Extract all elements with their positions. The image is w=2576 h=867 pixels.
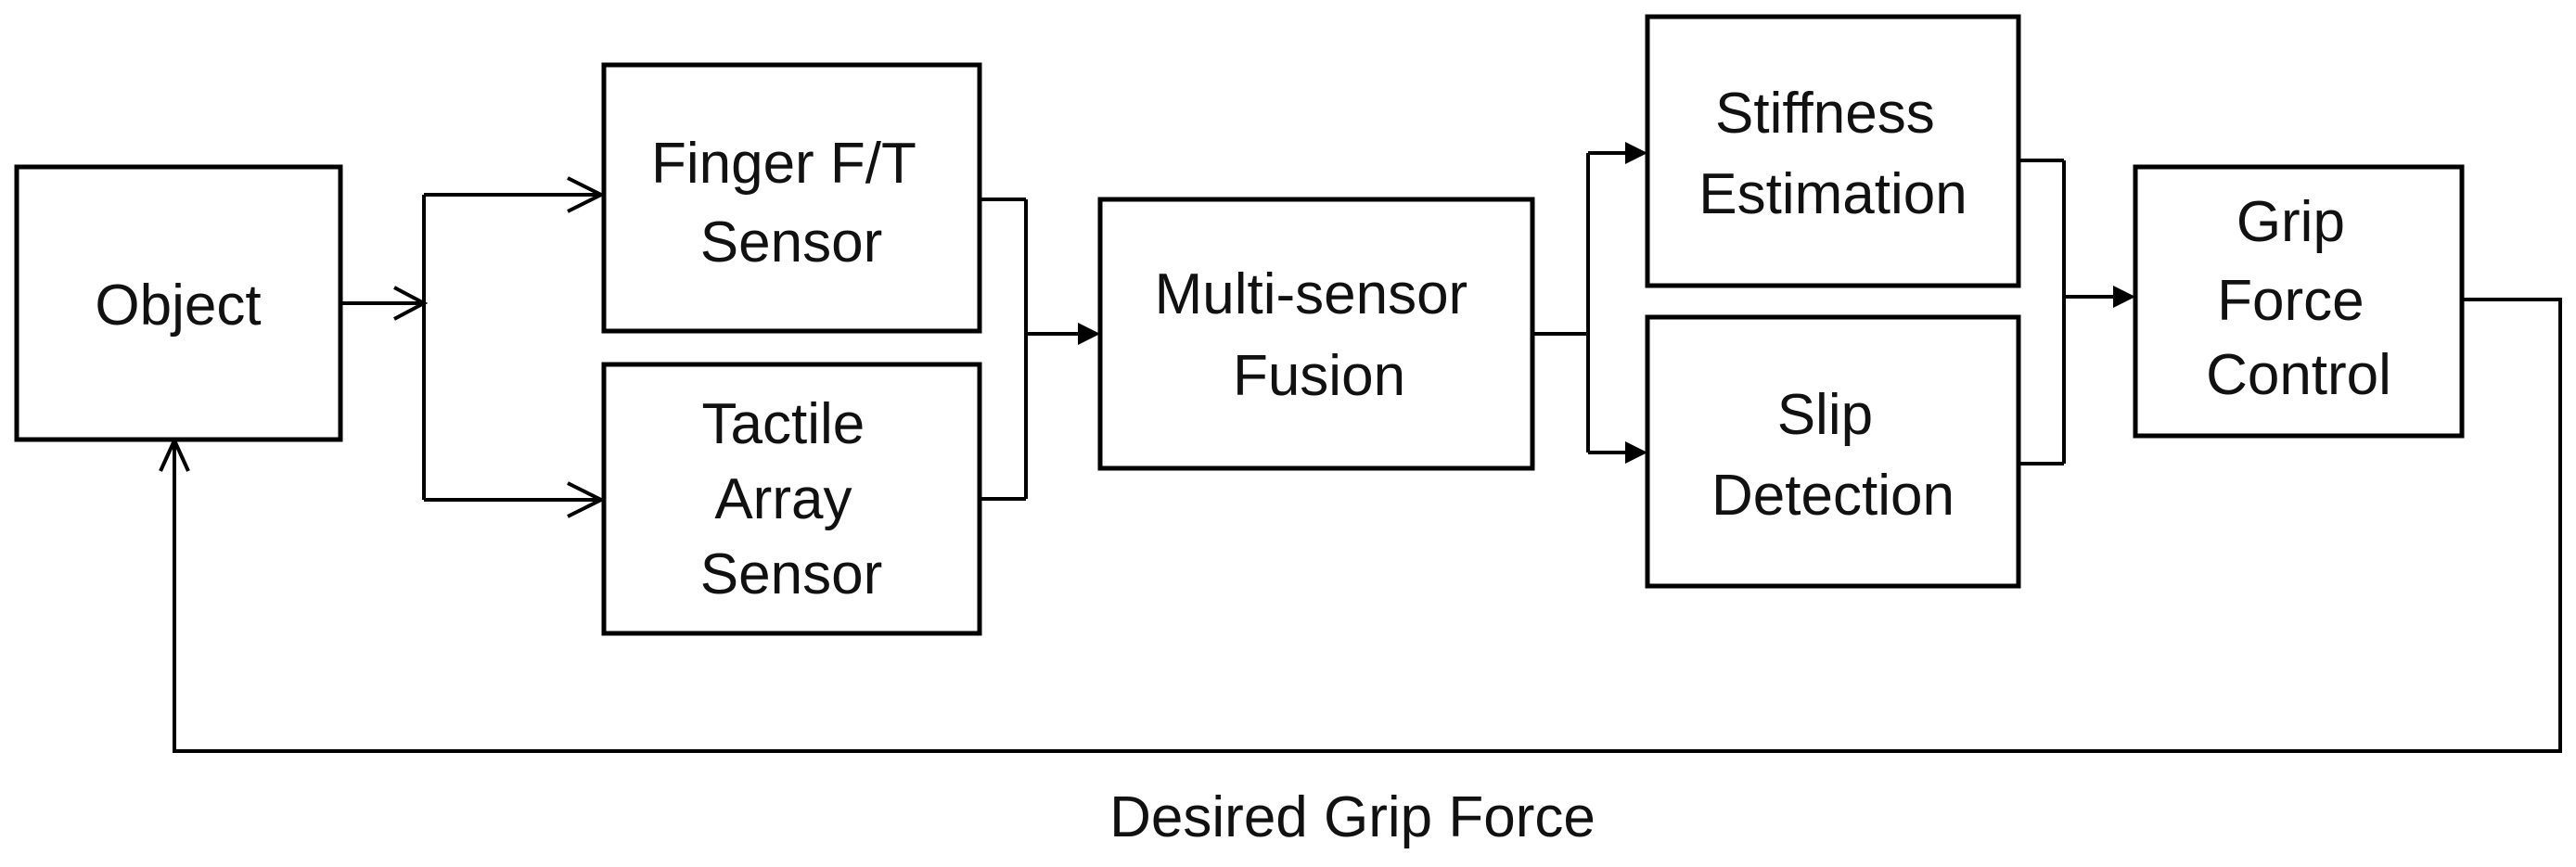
block-grip-force-control: Grip Force Control [2133, 164, 2465, 439]
arrow-to-stiffness [1625, 142, 1647, 164]
block-grip-force-control-label: Grip Force Control [2206, 190, 2391, 407]
block-slip-detection-label: Slip Detection [1711, 383, 1954, 528]
block-tactile-array-sensor-box [601, 362, 982, 636]
block-object: Object [14, 164, 343, 442]
block-tactile-array-sensor-line-2: Array [714, 467, 852, 531]
block-multi-sensor-fusion-label: Multi-sensor Fusion [1155, 262, 1484, 408]
block-multi-sensor-fusion-line-1: Multi-sensor [1155, 262, 1468, 326]
feedback-label: Desired Grip Force [1109, 785, 1596, 849]
block-stiffness-estimation-label: Stiffness Estimation [1698, 82, 1967, 226]
block-slip-detection-line-2: Detection [1711, 464, 1954, 528]
block-slip-detection: Slip Detection [1645, 314, 2021, 589]
block-finger-ft-sensor-label: Finger F/T Sensor [651, 132, 931, 274]
block-multi-sensor-fusion-line-2: Fusion [1233, 344, 1405, 408]
block-multi-sensor-fusion-box [1097, 197, 1535, 471]
block-slip-detection-line-1: Slip [1777, 383, 1873, 447]
block-tactile-array-sensor: Tactile Array Sensor [601, 362, 982, 636]
block-grip-force-control-line-2: Force [2217, 269, 2364, 333]
arrow-to-fusion [1078, 323, 1100, 345]
arrow-to-slip [1625, 441, 1647, 464]
block-tactile-array-sensor-line-1: Tactile [702, 392, 865, 456]
block-tactile-array-sensor-line-3: Sensor [700, 542, 882, 606]
block-multi-sensor-fusion: Multi-sensor Fusion [1097, 197, 1535, 471]
block-grip-force-control-line-1: Grip [2236, 190, 2345, 254]
block-grip-force-control-box [2133, 164, 2465, 439]
block-finger-ft-sensor-line-1: Finger F/T [651, 132, 916, 196]
block-stiffness-estimation: Stiffness Estimation [1645, 14, 2021, 288]
arrow-to-grip [2113, 286, 2135, 308]
block-finger-ft-sensor-line-2: Sensor [700, 210, 882, 274]
arrow-to-tactile [567, 481, 606, 518]
block-grip-force-control-line-3: Control [2206, 343, 2391, 407]
arrow-to-finger-ft [567, 176, 606, 213]
block-slip-detection-box [1645, 314, 2021, 589]
block-object-box [14, 164, 343, 442]
block-stiffness-estimation-line-1: Stiffness [1715, 82, 1935, 146]
block-stiffness-estimation-line-2: Estimation [1698, 162, 1967, 226]
connections [159, 142, 2562, 753]
block-tactile-array-sensor-label: Tactile Array Sensor [700, 392, 882, 606]
wire-feedback-loop [173, 298, 2562, 753]
block-object-label: Object [95, 274, 261, 338]
block-object-line-1: Object [95, 274, 261, 338]
block-stiffness-estimation-box [1645, 14, 2021, 288]
block-finger-ft-sensor: Finger F/T Sensor [601, 62, 982, 334]
block-finger-ft-sensor-box [601, 62, 982, 334]
